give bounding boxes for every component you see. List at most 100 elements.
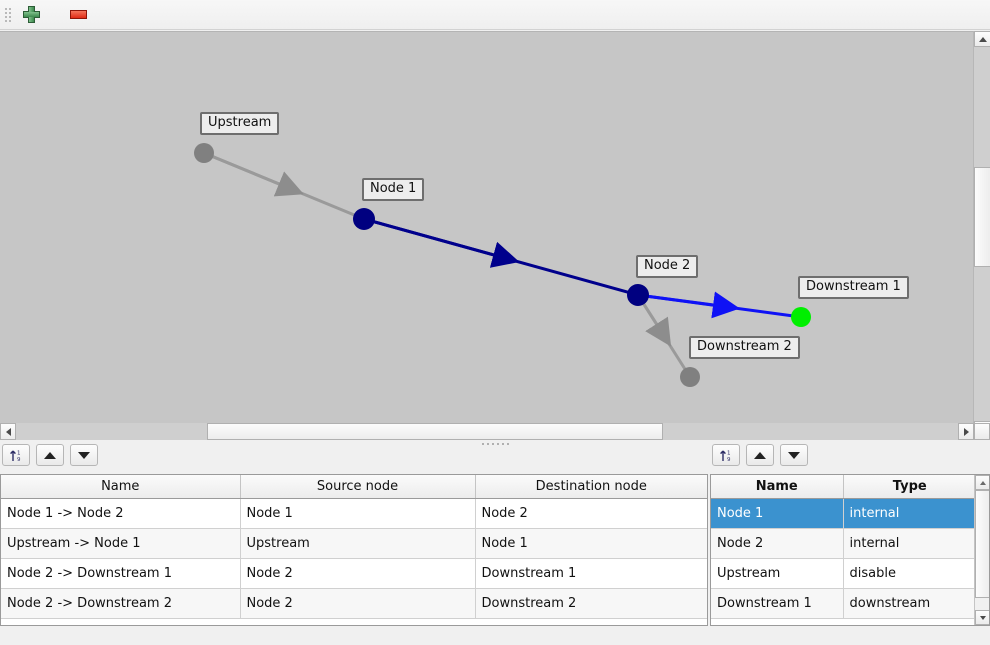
edges-table-header-row: Name Source node Destination node: [1, 475, 707, 499]
node-type[interactable]: disable: [843, 558, 976, 589]
vertical-splitter[interactable]: [0, 440, 990, 448]
minus-icon: [69, 10, 87, 19]
node-node1: [353, 208, 375, 230]
splitter-grip-icon: [481, 443, 509, 445]
canvas-vscroll-thumb[interactable]: [974, 167, 990, 267]
nodes-col-name[interactable]: Name: [711, 475, 844, 499]
scroll-right-button[interactable]: [958, 423, 974, 440]
scroll-corner: [974, 423, 990, 440]
edges-move-down-button[interactable]: [70, 444, 98, 466]
node-downstream1: [791, 307, 811, 327]
arrow-down-icon: [788, 451, 800, 459]
edges-panel: 1 9 Name Source node Destination node: [0, 444, 708, 626]
arrow-down-icon: [78, 451, 90, 459]
node-label-upstream[interactable]: Upstream: [200, 112, 280, 135]
edge-destination[interactable]: Node 1: [475, 528, 707, 559]
nodes-col-type[interactable]: Type: [843, 475, 976, 499]
arrow-up-icon: [754, 451, 766, 459]
node-downstream2: [680, 367, 700, 387]
graph-svg: [194, 143, 811, 387]
edge-source[interactable]: Node 2: [240, 588, 476, 619]
nodes-table-container[interactable]: Name Type Node 1 internal Node 2 interna…: [710, 474, 990, 626]
nodes-table-vertical-scrollbar[interactable]: [974, 475, 989, 625]
chevron-down-icon: [979, 615, 986, 620]
edge-name[interactable]: Node 2 -> Downstream 2: [1, 588, 241, 619]
edge-name[interactable]: Upstream -> Node 1: [1, 528, 241, 559]
edges-table: Name Source node Destination node Node 1…: [1, 475, 707, 619]
nodes-sort-button[interactable]: 1 9: [712, 444, 740, 466]
node-upstream: [194, 143, 214, 163]
table-row[interactable]: Downstream 1 downstream: [711, 588, 976, 619]
node-label-node1[interactable]: Node 1: [362, 178, 425, 201]
node-type[interactable]: downstream: [843, 588, 976, 619]
toolbar-drag-handle[interactable]: [3, 4, 13, 26]
graph-edges: [203, 151, 802, 378]
nodes-panel: 1 9 Name Type: [710, 444, 990, 626]
plus-icon: [22, 6, 40, 23]
node-name[interactable]: Node 1: [711, 498, 844, 529]
canvas-horizontal-scrollbar[interactable]: [0, 423, 990, 440]
nodes-table-header-row: Name Type: [711, 475, 976, 499]
edge-destination[interactable]: Node 2: [475, 498, 707, 529]
table-row[interactable]: Node 1 internal: [711, 498, 976, 529]
nodes-vscroll-thumb[interactable]: [975, 490, 989, 598]
edges-col-source[interactable]: Source node: [240, 475, 476, 499]
nodes-table: Name Type Node 1 internal Node 2 interna…: [711, 475, 976, 619]
nodes-move-up-button[interactable]: [746, 444, 774, 466]
node-type[interactable]: internal: [843, 528, 976, 559]
node-label-node2[interactable]: Node 2: [636, 255, 699, 278]
edge-upstream-node1-arrow: [203, 151, 304, 197]
chevron-up-icon: [979, 480, 986, 485]
arrow-up-icon: [44, 451, 56, 459]
edges-sort-button[interactable]: 1 9: [2, 444, 30, 466]
edges-move-up-button[interactable]: [36, 444, 64, 466]
edge-name[interactable]: Node 1 -> Node 2: [1, 498, 241, 529]
chevron-left-icon: [5, 427, 11, 436]
node-name[interactable]: Node 2: [711, 528, 844, 559]
node-label-downstream2[interactable]: Downstream 2: [689, 336, 800, 359]
nodes-scroll-down-button[interactable]: [975, 610, 989, 625]
graph-nodes: [194, 143, 811, 387]
table-row[interactable]: Node 2 internal: [711, 528, 976, 559]
edge-source[interactable]: Node 2: [240, 558, 476, 589]
canvas-hscroll-thumb[interactable]: [207, 423, 663, 440]
scroll-up-button[interactable]: [974, 31, 990, 47]
edge-source[interactable]: Upstream: [240, 528, 476, 559]
table-row[interactable]: Upstream -> Node 1 Upstream Node 1: [1, 528, 707, 559]
chevron-right-icon: [963, 427, 969, 436]
svg-text:9: 9: [17, 457, 21, 463]
edge-name[interactable]: Node 2 -> Downstream 1: [1, 558, 241, 589]
nodes-panel-toolbar: 1 9: [712, 444, 990, 468]
node-label-downstream1[interactable]: Downstream 1: [798, 276, 909, 299]
svg-text:1: 1: [17, 450, 21, 456]
table-row[interactable]: Node 1 -> Node 2 Node 1 Node 2: [1, 498, 707, 529]
node-name[interactable]: Downstream 1: [711, 588, 844, 619]
main-toolbar: [0, 0, 990, 30]
add-button[interactable]: [17, 2, 45, 28]
sort-icon: 1 9: [719, 450, 731, 463]
edge-node2-downstream1-arrow: [637, 291, 740, 319]
chevron-up-icon: [978, 36, 987, 42]
remove-button[interactable]: [64, 2, 92, 28]
node-node2: [627, 284, 649, 306]
nodes-scroll-up-button[interactable]: [975, 475, 989, 490]
scroll-left-button[interactable]: [0, 423, 16, 440]
table-row[interactable]: Upstream disable: [711, 558, 976, 589]
edge-node1-node2-arrow: [363, 217, 520, 268]
svg-text:1: 1: [727, 450, 731, 456]
edges-table-container[interactable]: Name Source node Destination node Node 1…: [0, 474, 708, 626]
node-type[interactable]: internal: [843, 498, 976, 529]
node-name[interactable]: Upstream: [711, 558, 844, 589]
edge-destination[interactable]: Downstream 1: [475, 558, 707, 589]
canvas-vertical-scrollbar[interactable]: [973, 31, 990, 437]
edges-panel-toolbar: 1 9: [2, 444, 708, 468]
graph-canvas[interactable]: Upstream Node 1 Node 2 Downstream 1 Down…: [0, 31, 990, 437]
table-row[interactable]: Node 2 -> Downstream 2 Node 2 Downstream…: [1, 588, 707, 619]
edges-col-destination[interactable]: Destination node: [475, 475, 707, 499]
nodes-move-down-button[interactable]: [780, 444, 808, 466]
edges-col-name[interactable]: Name: [1, 475, 241, 499]
edge-destination[interactable]: Downstream 2: [475, 588, 707, 619]
table-row[interactable]: Node 2 -> Downstream 1 Node 2 Downstream…: [1, 558, 707, 589]
edge-source[interactable]: Node 1: [240, 498, 476, 529]
